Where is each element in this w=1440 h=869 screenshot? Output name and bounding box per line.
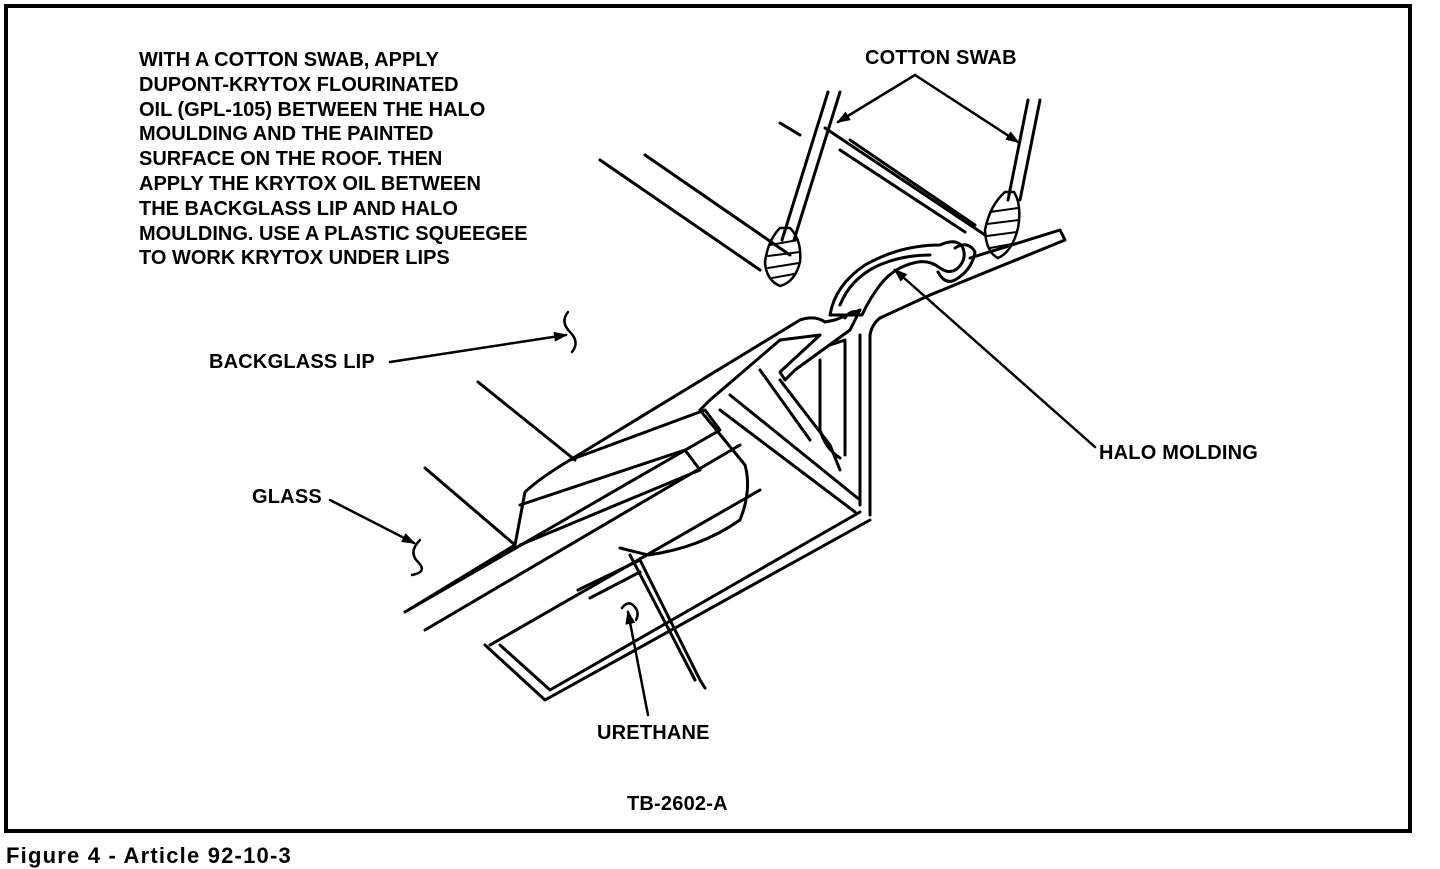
roof-panel	[600, 123, 1065, 515]
label-halo-molding: HALO MOLDING	[1099, 442, 1259, 464]
figure-caption: Figure 4 - Article 92-10-3	[6, 843, 292, 868]
instruction-line: DUPONT-KRYTOX FLOURINATED	[139, 73, 459, 96]
leader-cotton-swab-left	[836, 75, 915, 122]
cotton-swab-left	[765, 92, 840, 286]
figure-frame	[4, 4, 1412, 833]
instruction-line: MOULDING AND THE PAINTED	[139, 123, 434, 146]
instruction-line: APPLY THE KRYTOX OIL BETWEEN	[139, 172, 481, 195]
break-symbol-backglass	[564, 312, 575, 352]
instruction-line: OIL (GPL-105) BETWEEN THE HALO	[139, 98, 486, 121]
break-symbol-urethane	[622, 603, 638, 620]
instruction-line: WITH A COTTON SWAB, APPLY	[139, 49, 440, 71]
leader-backglass-lip	[390, 331, 568, 362]
pinchweld-flange	[485, 395, 870, 700]
instruction-text: WITH A COTTON SWAB, APPLY DUPONT-KRYTOX …	[139, 48, 528, 271]
drawing-code: TB-2602-A	[627, 793, 728, 815]
instruction-line: SURFACE ON THE ROOF. THEN	[139, 148, 443, 171]
leader-cotton-swab-right	[915, 75, 1020, 142]
label-urethane: URETHANE	[597, 722, 710, 744]
backglass-lip-shape	[570, 310, 860, 470]
glass-shape	[405, 382, 760, 645]
label-cotton-swab: COTTON SWAB	[865, 47, 1017, 69]
leader-halo-molding	[893, 268, 1095, 447]
label-backglass-lip: BACKGLASS LIP	[209, 351, 375, 373]
urethane-bead	[578, 555, 705, 688]
instruction-line: MOULDING. USE A PLASTIC SQUEEGEE	[139, 222, 528, 245]
leader-urethane	[625, 610, 648, 715]
instruction-line: TO WORK KRYTOX UNDER LIPS	[139, 247, 450, 270]
break-symbol-glass	[412, 540, 422, 575]
leader-glass	[330, 500, 416, 543]
label-glass: GLASS	[252, 486, 322, 508]
instruction-line: THE BACKGLASS LIP AND HALO	[139, 197, 458, 220]
cotton-swab-right	[985, 100, 1040, 258]
